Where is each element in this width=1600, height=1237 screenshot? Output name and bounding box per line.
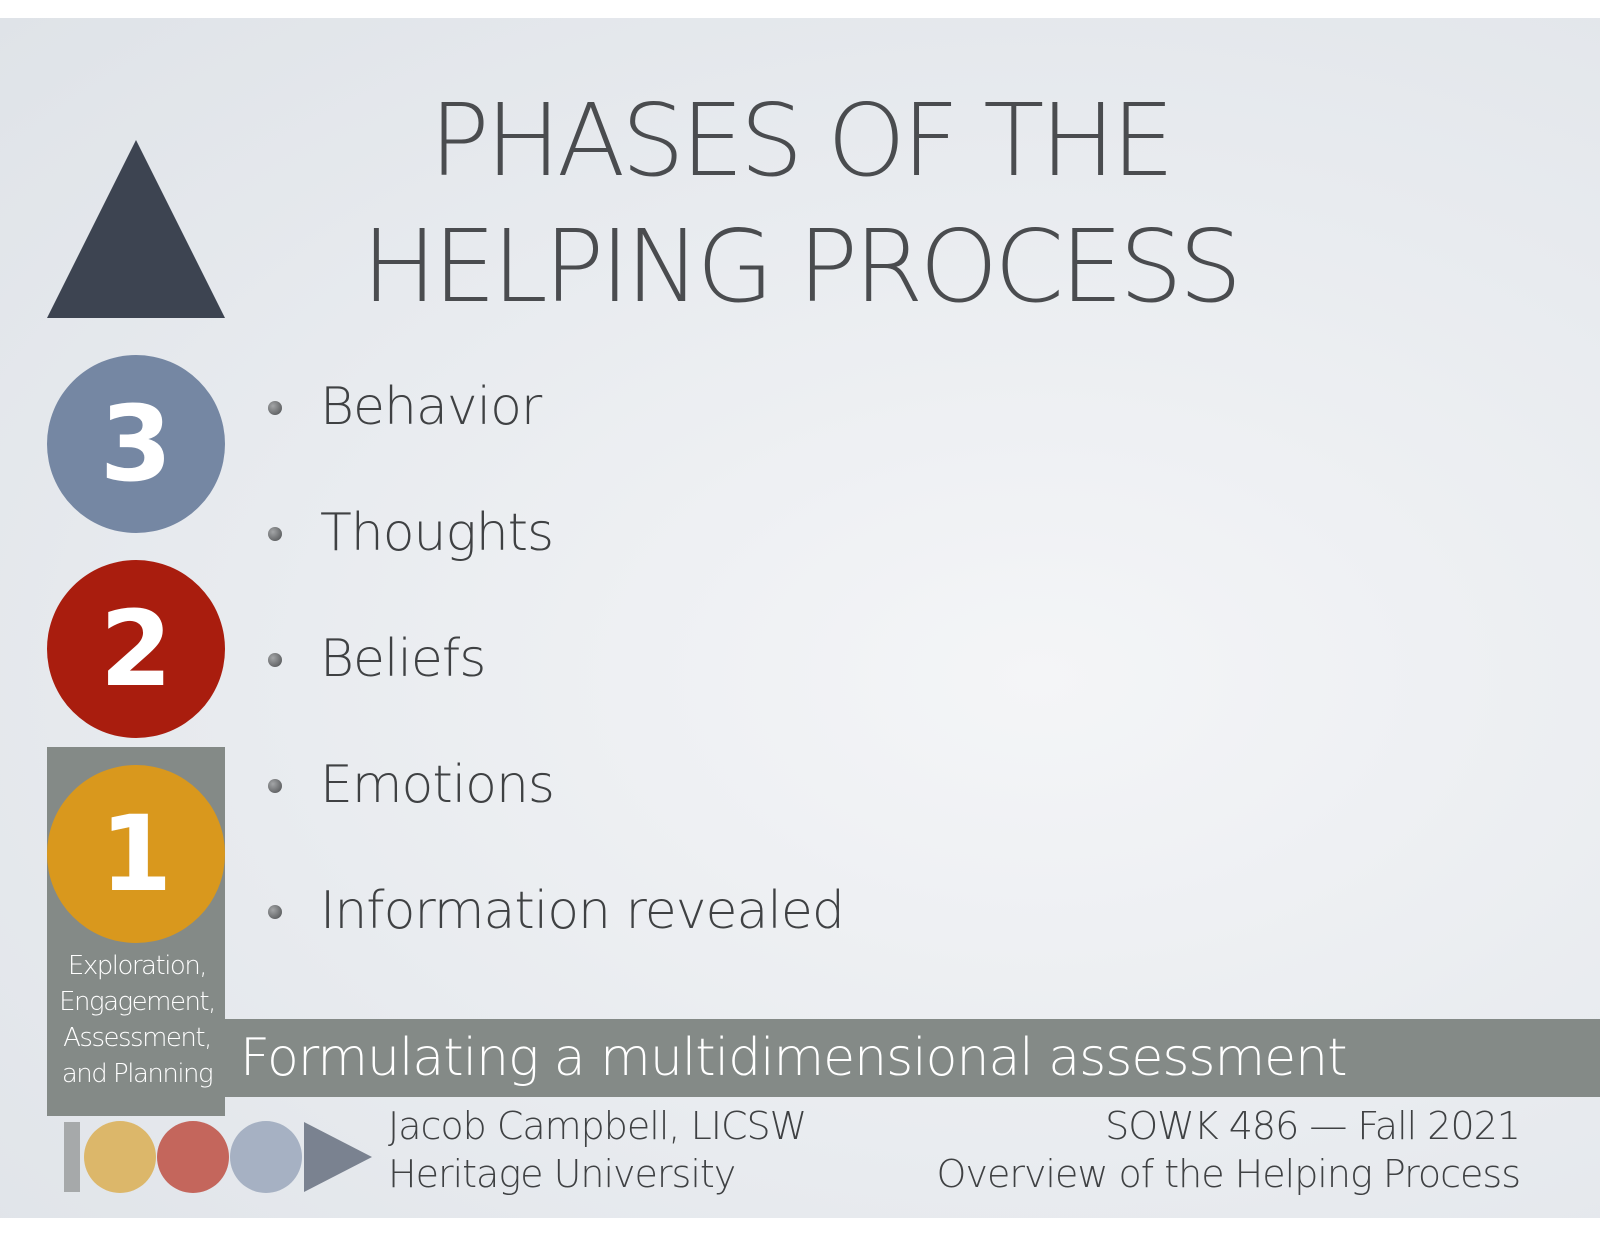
title-line-2: HELPING PROCESS: [361, 208, 1242, 325]
bullet-dot-icon: [268, 401, 282, 415]
bullet-item: Beliefs: [268, 617, 844, 743]
slide-title: PHASES OF THE HELPING PROCESS: [300, 78, 1300, 330]
bullet-item: Thoughts: [268, 491, 844, 617]
author-name: Jacob Campbell, LICSW: [388, 1104, 807, 1148]
bullet-item: Emotions: [268, 743, 844, 869]
bullet-text: Thoughts: [320, 503, 554, 563]
phase-1-circle: 1: [47, 765, 225, 943]
footer-left: Jacob Campbell, LICSW Heritage Universit…: [388, 1102, 807, 1198]
footer-right: SOWK 486 — Fall 2021 Overview of the Hel…: [936, 1102, 1521, 1198]
arrow-triangle-icon: [304, 1122, 372, 1192]
title-line-1: PHASES OF THE: [429, 82, 1174, 199]
phase-3-circle: 3: [47, 355, 225, 533]
bullet-dot-icon: [268, 905, 282, 919]
bullet-dot-icon: [268, 653, 282, 667]
phase-1-label: Exploration, Engagement, Assessment, and…: [47, 948, 227, 1092]
lecture-topic: Overview of the Helping Process: [936, 1152, 1521, 1196]
yellow-circle-icon: [84, 1121, 156, 1193]
phase-1-label-line: Assessment,: [63, 1023, 212, 1053]
bullet-text: Emotions: [320, 755, 555, 815]
phase-1-label-line: and Planning: [61, 1059, 214, 1089]
course-logo: [64, 1121, 372, 1193]
bullet-item: Information revealed: [268, 869, 845, 995]
triangle-icon: [47, 140, 225, 318]
blue-circle-icon: [230, 1121, 302, 1193]
phase-1-number: 1: [99, 793, 173, 915]
bullet-text: Information revealed: [320, 881, 845, 941]
bullet-dot-icon: [268, 527, 282, 541]
phase-2-circle: 2: [47, 560, 225, 738]
bullet-text: Beliefs: [320, 629, 486, 689]
bar-icon: [64, 1122, 80, 1192]
phase-2-number: 2: [99, 588, 173, 710]
course-name: SOWK 486 — Fall 2021: [1105, 1104, 1521, 1148]
slide: PHASES OF THE HELPING PROCESS 3 2 1 Expl…: [0, 18, 1600, 1218]
institution-name: Heritage University: [388, 1152, 736, 1196]
bullet-item: Behavior: [268, 365, 844, 491]
subtitle-band: [225, 1019, 1600, 1097]
subtitle-text: Formulating a multidimensional assessmen…: [240, 1028, 1348, 1088]
red-circle-icon: [157, 1121, 229, 1193]
phase-1-label-line: Exploration,: [67, 951, 208, 981]
phase-3-number: 3: [99, 383, 173, 505]
bullet-text: Behavior: [320, 377, 542, 437]
bullet-list: Behavior Thoughts Beliefs Emotions Infor…: [268, 365, 845, 995]
bullet-dot-icon: [268, 779, 282, 793]
phase-1-label-line: Engagement,: [59, 987, 216, 1017]
